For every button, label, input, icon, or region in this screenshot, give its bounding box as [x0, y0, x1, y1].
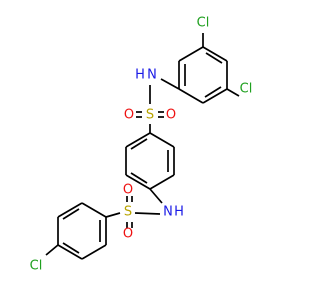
bond	[202, 88, 228, 104]
hydrogen-atom-upper: H	[135, 68, 145, 83]
bond	[57, 244, 83, 260]
bond	[125, 174, 151, 190]
bond	[204, 86, 222, 98]
bond	[130, 172, 148, 184]
bonds	[45, 33, 240, 260]
bond	[125, 132, 151, 148]
bond	[130, 138, 148, 150]
bond	[57, 202, 83, 218]
bond	[62, 242, 80, 254]
bond	[149, 188, 163, 204]
bond	[134, 212, 161, 215]
bond	[160, 78, 180, 90]
chlorine-atom-bottom: Cl	[30, 259, 43, 274]
bond	[178, 88, 204, 104]
atom-labels: Cl Cl H N O S O N H O S O Cl	[30, 16, 253, 274]
bond	[105, 212, 121, 218]
bond	[205, 52, 223, 64]
oxygen-atom-upper-right: O	[166, 108, 176, 123]
sulfur-atom-lower: S	[124, 205, 132, 220]
bond	[149, 174, 175, 190]
bond	[45, 244, 59, 256]
bond	[226, 88, 240, 97]
oxygen-atom-lower-right: O	[123, 227, 133, 242]
bond	[81, 244, 107, 260]
oxygen-atom-lower-left: O	[123, 183, 133, 198]
structure-canvas: Cl Cl H N O S O N H O S O Cl	[29, 15, 253, 274]
bond	[178, 46, 204, 62]
sulfur-atom-upper: S	[146, 108, 154, 123]
oxygen-atom-upper-left: O	[124, 108, 134, 123]
bond	[62, 208, 80, 220]
molecule-structure: Cl Cl H N O S O N H O S O Cl	[30, 16, 253, 274]
nitrogen-atom-upper: N	[147, 68, 157, 83]
chlorine-atom-top: Cl	[197, 16, 210, 31]
chlorine-atom-right: Cl	[240, 82, 253, 97]
nitrogen-atom-lower: N	[163, 205, 173, 220]
hydrogen-atom-lower: H	[174, 205, 184, 220]
bond	[149, 132, 175, 148]
bond	[202, 46, 228, 62]
bond	[81, 202, 107, 218]
